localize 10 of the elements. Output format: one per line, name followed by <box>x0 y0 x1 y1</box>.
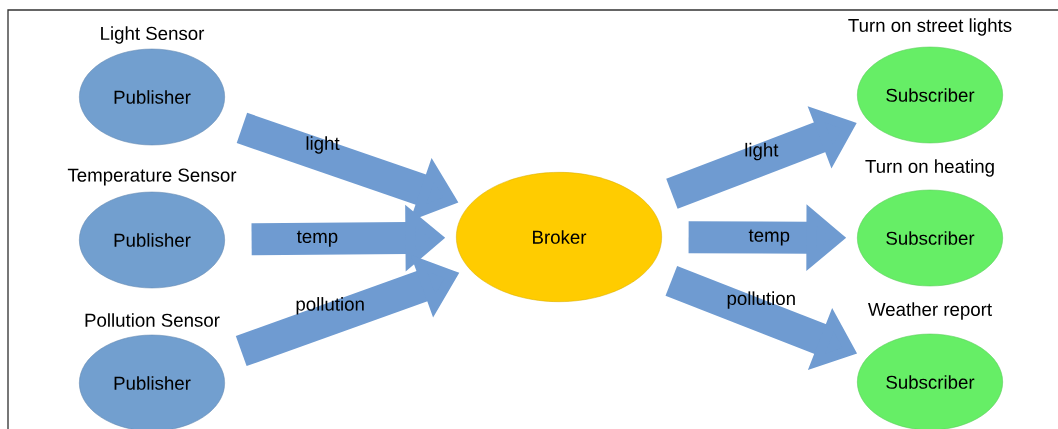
heading: Pollution Sensor <box>85 313 220 327</box>
heading: Weather report <box>868 302 992 320</box>
edge-label: light <box>306 136 340 154</box>
heading: Temperature Sensor <box>67 168 237 186</box>
edge-label: temp <box>748 229 790 246</box>
heading: Turn on street lights <box>848 18 1012 36</box>
edge-label: temp <box>296 230 338 247</box>
heading: Turn on heating <box>865 159 994 177</box>
heading: Light Sensor <box>101 26 205 44</box>
edge-label: light <box>745 142 779 161</box>
